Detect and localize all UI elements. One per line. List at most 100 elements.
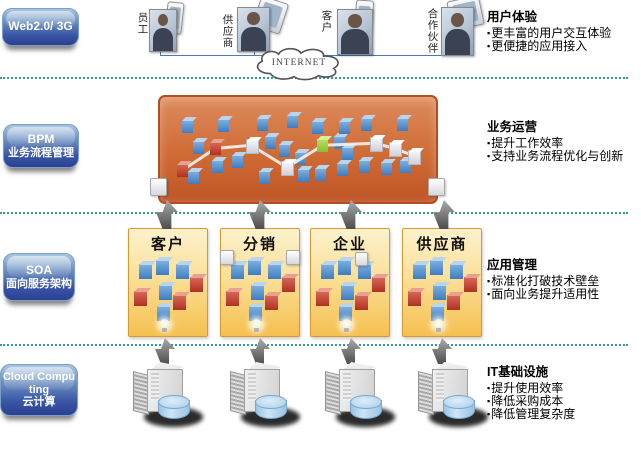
layer-separator xyxy=(0,212,628,214)
benefit-title: 用户体验 xyxy=(487,10,538,24)
soa-box-customer: 客户 xyxy=(128,228,208,337)
service-cube-blue xyxy=(157,306,171,322)
partner-photo xyxy=(441,7,474,56)
benefit-item: 降低管理复杂度 xyxy=(487,408,639,421)
benefit-item: 提升使用效率 xyxy=(487,381,639,395)
process-cube-white xyxy=(281,161,295,177)
service-cube-blue xyxy=(158,284,172,300)
process-cube-blue xyxy=(278,144,290,158)
process-cube-blue xyxy=(380,162,392,176)
lightbulb-icon xyxy=(432,318,444,332)
process-cube-blue xyxy=(342,147,354,161)
service-cube-red xyxy=(225,291,239,307)
connector-node xyxy=(428,178,445,196)
layer-label-cloud-computing: Cloud Compu ting 云计算 xyxy=(0,364,78,416)
benefit-item: 提升工作效率 xyxy=(487,136,639,150)
process-cube-white xyxy=(245,139,259,154)
process-cube-red xyxy=(209,142,221,156)
service-cube-blue xyxy=(431,306,445,322)
server-front xyxy=(147,368,183,412)
service-cube-cluster xyxy=(311,229,389,336)
supplier-photo xyxy=(237,7,270,52)
benefit-block-business-operations: 业务运营 提升工作效率支持业务流程优化与创新 xyxy=(487,116,639,163)
benefit-item: 面向业务提升适用性 xyxy=(487,287,639,301)
service-cube-blue xyxy=(231,264,245,280)
process-cube-blue xyxy=(336,163,348,177)
service-cube-red xyxy=(133,291,147,307)
layer-label-text: Web2.0/ 3G xyxy=(8,19,73,34)
actor-label-supplier: 供应商 xyxy=(221,14,234,49)
service-cube-blue xyxy=(413,264,427,280)
database-icon xyxy=(158,395,191,419)
layer-label-text: 业务流程管理 xyxy=(8,146,74,159)
layer-label-text: 面向服务架构 xyxy=(6,277,72,290)
benefit-item: 降低采购成本 xyxy=(487,394,639,408)
bpm-process-panel xyxy=(158,95,438,204)
process-cube-blue xyxy=(397,118,409,131)
service-cube-red xyxy=(407,291,421,307)
process-cube-red xyxy=(176,164,188,178)
connector-node xyxy=(286,250,300,265)
database-icon xyxy=(255,395,288,419)
connector-node xyxy=(150,178,167,196)
database-icon xyxy=(350,395,383,419)
connector-line xyxy=(254,50,255,55)
benefit-item: 更便捷的应用接入 xyxy=(487,39,639,53)
server-icon xyxy=(128,362,203,428)
process-cube-blue xyxy=(182,120,194,134)
benefit-list: 标准化打破技术壁垒面向业务提升适用性 xyxy=(487,274,639,301)
process-cube-blue xyxy=(361,118,373,131)
soa-box-title: 分销 xyxy=(242,236,277,253)
up-arrow-icon xyxy=(432,338,452,364)
soa-box-supplier: 供应商 xyxy=(402,228,482,337)
actor-label-employee: 员工 xyxy=(136,12,149,35)
up-arrow-icon xyxy=(433,200,455,229)
soa-box-enterprise: 企业 xyxy=(310,228,390,337)
service-cube-red xyxy=(447,295,461,311)
service-cube-blue xyxy=(175,264,189,280)
process-cube-blue xyxy=(256,118,268,131)
soa-box-title: 客户 xyxy=(150,236,185,253)
layer-label-text: Cloud Compu xyxy=(2,371,76,384)
process-cube-blue xyxy=(314,168,326,182)
benefit-title: IT基础设施 xyxy=(487,365,549,379)
process-cube-white xyxy=(408,149,422,165)
service-cube-red xyxy=(281,277,295,293)
up-arrow-icon xyxy=(249,200,271,229)
process-cube-green xyxy=(317,139,329,152)
benefit-block-application-management: 应用管理 标准化打破技术壁垒面向业务提升适用性 xyxy=(487,254,639,301)
benefit-block-user-experience: 用户体验 更丰富的用户交互体验更便捷的应用接入 xyxy=(487,6,639,53)
connector-node xyxy=(220,250,234,265)
process-cube-white xyxy=(369,136,383,152)
process-cube-white xyxy=(389,142,403,158)
process-cube-blue xyxy=(298,169,309,183)
lightbulb-icon xyxy=(250,318,262,332)
server-icon xyxy=(320,362,395,428)
service-cube-red xyxy=(355,295,369,311)
benefit-title: 业务运营 xyxy=(487,120,538,134)
benefit-list: 更丰富的用户交互体验更便捷的应用接入 xyxy=(487,26,639,53)
actor-label-partner: 合作伙伴 xyxy=(426,8,439,54)
process-cube-blue xyxy=(231,154,243,168)
process-cube-blue xyxy=(259,170,271,184)
up-arrow-icon xyxy=(341,338,361,364)
service-cube-blue xyxy=(321,264,335,280)
soa-box-title: 供应商 xyxy=(416,236,468,253)
service-cube-blue xyxy=(449,264,463,280)
layer-label-web20-3g: Web2.0/ 3G xyxy=(2,8,79,46)
service-cube-red xyxy=(265,295,279,311)
actor-label-customer: 客户 xyxy=(320,10,333,33)
process-cube-blue xyxy=(187,170,199,184)
database-icon xyxy=(443,395,476,419)
layer-separator xyxy=(0,344,628,346)
process-cube-blue xyxy=(212,160,224,173)
layer-label-bpm: BPM 业务流程管理 xyxy=(3,124,79,168)
server-icon xyxy=(413,362,488,428)
service-cube-blue xyxy=(357,264,371,280)
service-cube-blue xyxy=(139,264,153,280)
service-cube-blue xyxy=(340,284,354,300)
process-cube-blue xyxy=(358,160,370,173)
up-arrow-icon xyxy=(156,200,178,229)
server-icon xyxy=(225,362,300,428)
